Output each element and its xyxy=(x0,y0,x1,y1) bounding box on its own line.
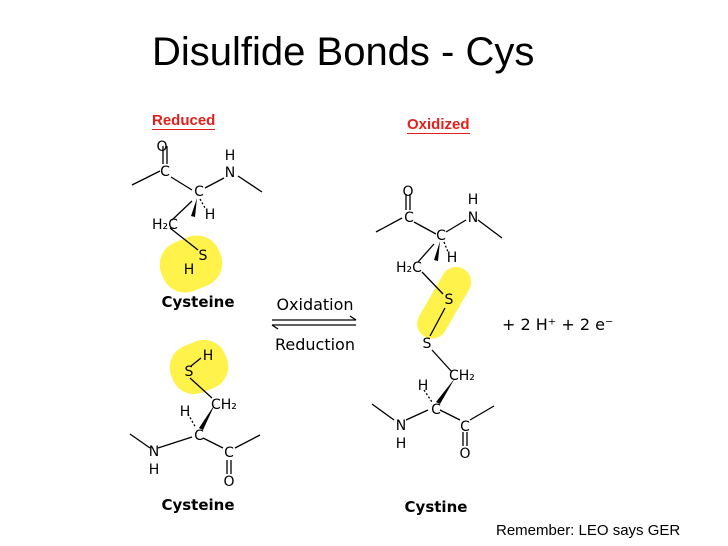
atom-c-alpha: C xyxy=(194,428,204,444)
atom-h: H xyxy=(149,462,160,478)
cysteine-bottom-structure: H S CH₂ H C N H C O Cysteine xyxy=(129,339,261,514)
reaction-arrows: Oxidation Reduction xyxy=(271,295,357,354)
cystine-structure: O C H N C H H₂C S S CH₂ H C N H C O Cyst… xyxy=(371,184,503,516)
oxidation-label: Oxidation xyxy=(276,295,353,314)
molecule-name-cysteine-top: Cysteine xyxy=(161,293,234,311)
atom-ch2: CH₂ xyxy=(211,397,237,413)
slide-title: Disulfide Bonds - Cys xyxy=(152,30,535,74)
atom-h-thiol: H xyxy=(184,262,195,278)
footer-note: Remember: LEO says GER xyxy=(496,522,681,539)
atom-ch2: H₂C xyxy=(152,217,178,233)
atom-c: C xyxy=(460,419,470,435)
reduced-label: Reduced xyxy=(152,112,216,130)
oxidized-label: Oxidized xyxy=(407,116,470,134)
atom-c-alpha: C xyxy=(436,228,446,244)
molecule-name-cysteine-bottom: Cysteine xyxy=(161,496,234,514)
thiol-highlight-bottom xyxy=(169,339,229,395)
atom-n: N xyxy=(149,444,159,460)
atom-n: N xyxy=(468,210,478,226)
atom-h: H xyxy=(468,192,479,208)
atom-o: O xyxy=(402,184,413,200)
atom-c: C xyxy=(224,445,234,461)
atom-c-alpha: C xyxy=(431,402,441,418)
atom-s: S xyxy=(445,292,454,308)
atom-h: H xyxy=(225,148,236,164)
cysteine-top-structure: O C H N C H H₂C S H Cysteine xyxy=(131,139,263,311)
atom-s: S xyxy=(199,248,208,264)
atom-n: N xyxy=(396,418,406,434)
atom-h: H xyxy=(205,207,216,223)
atom-n: N xyxy=(225,165,235,181)
atom-o: O xyxy=(223,474,234,490)
disulfide-highlight xyxy=(417,266,472,339)
atom-o: O xyxy=(156,139,167,155)
atom-ch2: H₂C xyxy=(396,260,422,276)
atom-s: S xyxy=(185,364,194,380)
atom-s: S xyxy=(423,336,432,352)
atom-h: H xyxy=(418,378,429,394)
atom-h: H xyxy=(180,404,191,420)
molecule-name-cystine: Cystine xyxy=(405,498,468,516)
reduction-label: Reduction xyxy=(275,335,355,354)
reaction-products: + 2 H⁺ + 2 e⁻ xyxy=(502,315,613,334)
atom-o: O xyxy=(459,446,470,462)
atom-ch2: CH₂ xyxy=(449,368,475,384)
atom-c-alpha: C xyxy=(194,184,204,200)
atom-c: C xyxy=(160,164,170,180)
atom-h: H xyxy=(396,436,407,452)
atom-h-thiol: H xyxy=(203,348,214,364)
thiol-highlight-top xyxy=(159,235,223,293)
atom-c: C xyxy=(404,210,414,226)
atom-h: H xyxy=(447,250,458,266)
